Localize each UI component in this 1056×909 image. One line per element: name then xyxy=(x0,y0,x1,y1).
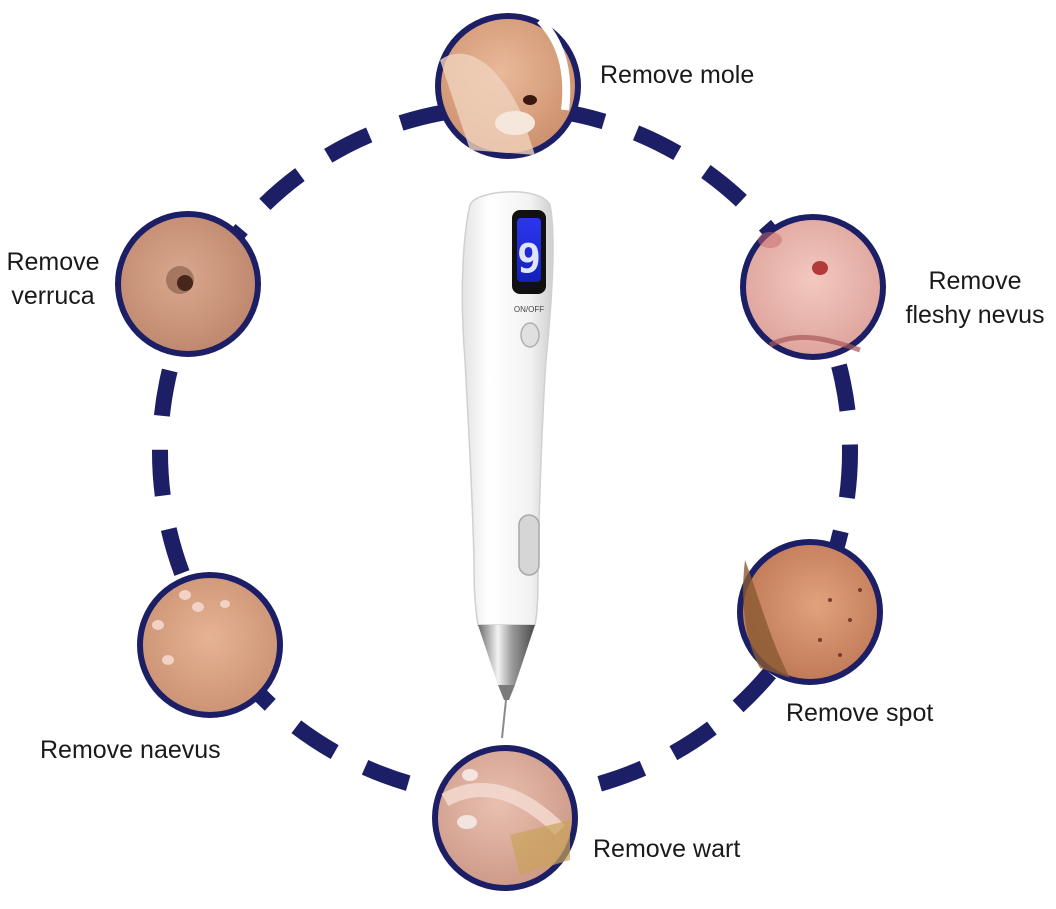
device-screen xyxy=(517,218,541,282)
device-power-label: ON/OFF xyxy=(514,305,544,314)
device-display-digit: 9 xyxy=(517,236,541,282)
label-remove-spot: Remove spot xyxy=(786,699,934,727)
label-verruca-line1: Remove xyxy=(6,248,100,276)
mode-button[interactable] xyxy=(518,514,540,576)
label-remove-mole: Remove mole xyxy=(600,61,755,89)
label-remove-wart: Remove wart xyxy=(593,835,741,863)
power-button[interactable] xyxy=(520,322,540,348)
label-remove-verruca: Remove verruca xyxy=(0,245,106,313)
label-fleshy-nevus-line2: fleshy nevus xyxy=(905,301,1045,329)
device-pen: 9 ON/OFF xyxy=(461,191,554,739)
spot-photo xyxy=(737,539,883,685)
fleshy-nevus-photo xyxy=(740,214,886,360)
label-remove-fleshy-nevus: Remove fleshy nevus xyxy=(900,264,1050,332)
label-remove-naevus: Remove naevus xyxy=(40,736,221,764)
naevus-photo xyxy=(137,572,283,718)
mole-photo xyxy=(435,13,581,159)
label-verruca-line2: verruca xyxy=(11,282,95,310)
metal-tip xyxy=(478,625,535,685)
verruca-photo xyxy=(115,211,261,357)
needle xyxy=(501,699,507,739)
wart-photo xyxy=(432,745,578,891)
label-fleshy-nevus-line1: Remove xyxy=(928,267,1022,295)
